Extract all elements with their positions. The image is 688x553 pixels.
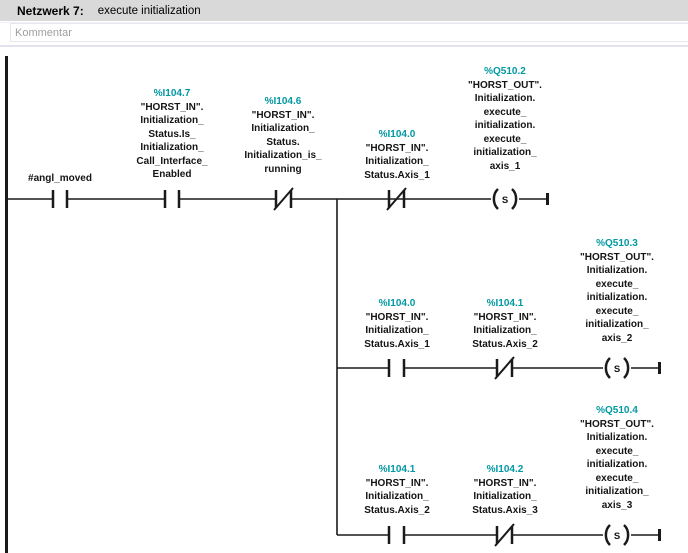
operand-name: Initialization. [586,265,648,276]
operand-address: %I104.0 [378,298,416,309]
operand-name: Initialization_ [365,325,429,336]
set-coil-letter: S [614,364,620,375]
operand-i104-0-r2[interactable]: %I104.0 "HORST_IN". Initialization_ Stat… [332,297,462,351]
operand-name: execute_ [595,305,639,317]
operand-i104-0-r1[interactable]: %I104.0 "HORST_IN". Initialization_ Stat… [332,128,462,182]
operand-name: Initialization_ [365,156,429,167]
operand-name: execute_ [595,472,639,484]
comment-placeholder: Kommentar [15,26,72,39]
contact-nc-i104-0-r1[interactable] [386,187,407,211]
operand-name: "HORST_OUT". [580,418,654,430]
operand-name: "HORST_OUT". [468,79,542,91]
set-coil-q510-4[interactable] [604,524,630,546]
operand-name: Status.Axis_2 [364,504,430,516]
operand-name: Status.Axis_2 [472,338,538,350]
operand-name: "HORST_OUT". [580,251,654,263]
operand-name: Call_Interface_ [136,155,208,167]
contact-no-i104-1-r3[interactable] [387,526,406,544]
operand-name: Initialization_ [140,142,204,153]
operand-name: initialization. [474,120,536,131]
operand-address: %I104.6 [264,96,302,107]
contact-nc-i104-1-r2[interactable] [494,356,515,380]
operand-address: %I104.1 [486,298,524,309]
operand-name: Status.Axis_1 [364,169,430,181]
network-title-bar[interactable]: Netzwerk 7: execute initialization [0,0,688,21]
operand-i104-7[interactable]: %I104.7 "HORST_IN". Initialization_ Stat… [107,87,237,182]
operand-name: axis_3 [601,499,633,511]
operand-name: Initialization_ [473,491,537,502]
operand-name: #angl_moved [28,173,92,184]
operand-name: axis_1 [489,160,521,172]
contact-nc-i104-6[interactable] [273,187,294,211]
operand-name: axis_2 [601,332,633,344]
network-comment-input[interactable]: Kommentar [10,23,688,42]
operand-name: initialization. [586,459,648,470]
operand-name: "HORST_IN". [251,109,315,121]
operand-name: Initialization_ [251,123,315,134]
set-coil-q510-3[interactable] [604,357,630,379]
operand-q510-3[interactable]: %Q510.3 "HORST_OUT". Initialization. exe… [552,237,682,345]
operand-address: %I104.7 [153,88,191,99]
operand-address: %Q510.3 [596,238,638,249]
comment-separator [0,45,688,47]
operand-name: Initialization_is_ [244,150,322,161]
header-separator [0,22,688,23]
operand-name: initialization_ [585,319,649,330]
operand-name: "HORST_IN". [140,101,204,113]
operand-address: %Q510.4 [596,405,638,416]
operand-address: %I104.2 [486,464,524,475]
operand-name: "HORST_IN". [473,477,537,489]
operand-q510-2[interactable]: %Q510.2 "HORST_OUT". Initialization. exe… [440,65,570,173]
operand-i104-6[interactable]: %I104.6 "HORST_IN". Initialization_ Stat… [218,95,348,176]
contact-no-i104-7[interactable] [163,190,181,208]
operand-q510-4[interactable]: %Q510.4 "HORST_OUT". Initialization. exe… [552,404,682,512]
operand-name: Status. [266,136,300,148]
operand-name: "HORST_IN". [365,477,429,489]
operand-name: "HORST_IN". [473,311,537,323]
operand-i104-2-r3[interactable]: %I104.2 "HORST_IN". Initialization_ Stat… [440,463,570,517]
set-coil-q510-2[interactable] [492,188,518,210]
operand-i104-1-r2[interactable]: %I104.1 "HORST_IN". Initialization_ Stat… [440,297,570,351]
operand-name: "HORST_IN". [365,142,429,154]
operand-name: Status.Axis_1 [364,338,430,350]
operand-name: Initialization_ [140,115,204,126]
operand-name: "HORST_IN". [365,311,429,323]
operand-name: initialization. [586,292,648,303]
set-coil-letter: S [502,195,508,206]
operand-name: Initialization. [586,432,648,443]
contact-no-i104-0-r2[interactable] [387,359,406,377]
operand-name: Enabled [152,169,192,180]
operand-name: running [264,163,302,175]
network-title: execute initialization [97,4,201,17]
operand-i104-1-r3[interactable]: %I104.1 "HORST_IN". Initialization_ Stat… [332,463,462,517]
operand-name: initialization_ [585,486,649,497]
operand-name: Status.Axis_3 [472,504,538,516]
operand-address: %I104.0 [378,129,416,140]
operand-name: Initialization_ [473,325,537,336]
contact-nc-i104-2-r3[interactable] [494,523,515,547]
network-number: Netzwerk 7: [17,3,84,18]
operand-name: initialization_ [473,147,537,158]
operand-name: execute_ [483,106,527,118]
operand-angl-moved[interactable]: #angl_moved [0,172,125,186]
operand-name: Initialization. [474,93,536,104]
operand-address: %Q510.2 [484,66,526,77]
operand-name: Status.Is_ [148,128,196,140]
contact-no-angl-moved[interactable] [51,190,69,208]
operand-name: execute_ [483,133,527,145]
operand-address: %I104.1 [378,464,416,475]
operand-name: Initialization_ [365,491,429,502]
operand-name: execute_ [595,445,639,457]
set-coil-letter: S [614,531,620,542]
operand-name: execute_ [595,278,639,290]
